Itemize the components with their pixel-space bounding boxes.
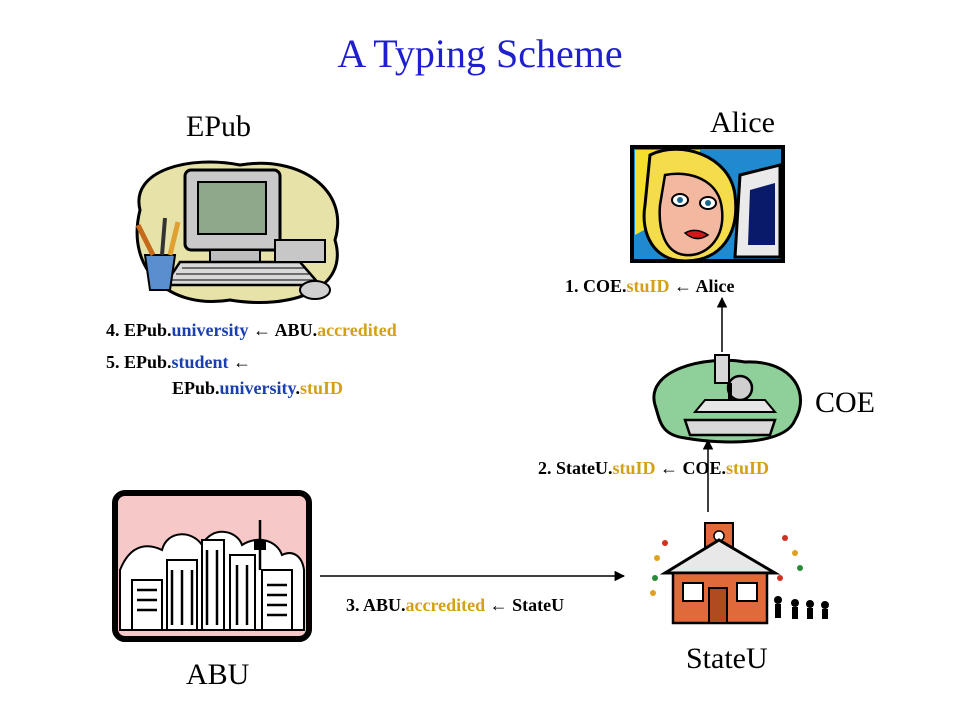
schoolhouse-icon [650,522,829,625]
rule-4-rhs-entity: ABU. [274,320,318,340]
rule-5-prefix: 5. EPub. [106,352,172,372]
page-title: A Typing Scheme [337,31,623,76]
rule-3-prefix: 3. ABU. [346,595,406,615]
stateu-label: StateU [686,642,768,675]
rule-5-line2-role1: university [219,378,296,398]
rule-3-arrow: ← [489,595,508,615]
rule-3-rhs: StateU [512,595,565,615]
rule-4-prefix: 4. EPub. [106,320,172,340]
rule-3-role: accredited [405,595,486,615]
rule-3: 3. ABU.accredited ← StateU [346,595,564,616]
rule-1-role: stuID [626,276,670,296]
rule-5: 5. EPub.student ← [106,352,251,373]
rule-4-role: university [171,320,249,340]
rule-1-prefix: 1. COE. [565,276,627,296]
rule-1-arrow: ← [674,276,693,296]
rule-5-line2-role2: stuID [300,378,344,398]
rule-4-arrow: ← [253,320,272,340]
rule-5-line-2: EPub.university.stuID [172,378,343,399]
coe-label: COE [815,386,875,419]
rule-2-prefix: 2. StateU. [538,458,613,478]
computer-icon [135,160,340,304]
rule-5-arrow: ← [233,352,252,372]
rule-2-arrow: ← [660,458,679,478]
rule-5-role: student [171,352,229,372]
epub-label: EPub [186,110,252,143]
woman-portrait-icon [630,145,785,263]
rule-4: 4. EPub.university ← ABU.accredited [106,320,397,341]
rule-2: 2. StateU.stuID ← COE.stuID [538,458,769,479]
rule-2-role: stuID [612,458,656,478]
rule-2-rhs-role: stuID [726,458,770,478]
alice-label: Alice [710,106,775,139]
rule-4-rhs-role: accredited [317,320,397,340]
abu-label: ABU [186,658,250,691]
rule-2-rhs-entity: COE. [682,458,727,478]
rule-1-rhs: Alice [695,276,735,296]
city-skyline-icon [112,490,312,642]
rule-5-line2-dot: . [295,378,301,398]
rule-5-line2-entity: EPub. [172,378,220,398]
rule-1: 1. COE.stuID ← Alice [565,276,735,297]
microscope-icon [652,354,802,444]
